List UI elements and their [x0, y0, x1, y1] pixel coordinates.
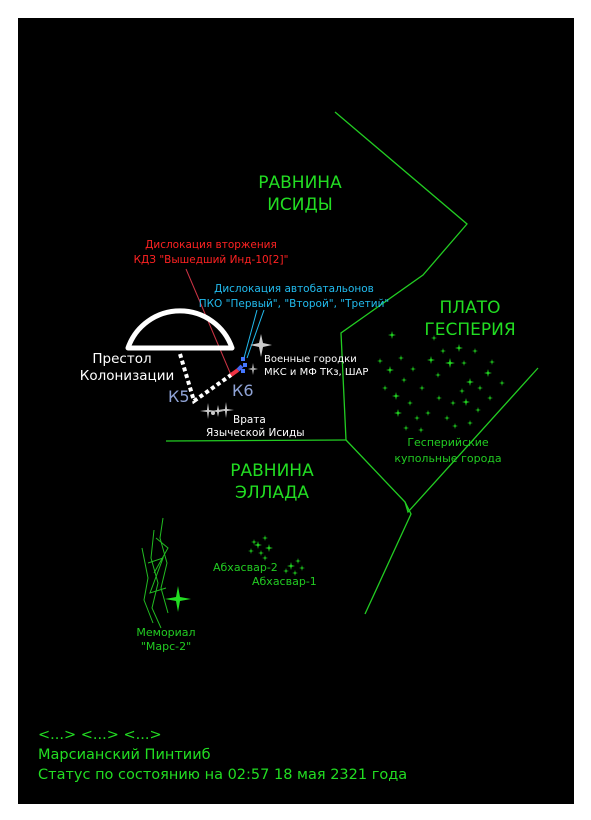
- abkhasvar2-cluster-icon: [248, 535, 273, 561]
- region-gesperia: ПЛАТО ГЕСПЕРИЯ: [424, 298, 515, 340]
- footer-line3: Статус по состоянию на 02:57 18 мая 2321…: [38, 767, 407, 783]
- gates-star-icon: [200, 402, 234, 419]
- region-ellada-line1: РАВНИНА: [230, 461, 314, 481]
- route-k5-k6: [178, 353, 244, 405]
- abkhasvar1-label: Абхасвар-1: [252, 575, 317, 588]
- domed-cities-label-line1: Гесперийские: [407, 436, 489, 449]
- autobattalions-leader-line-2: [246, 309, 265, 359]
- invasion-label-line1: Дислокация вторжения: [145, 239, 277, 251]
- throne-dome-icon: [125, 308, 235, 351]
- border-gesperia-north: [334, 111, 468, 441]
- gates-label-line1: Врата: [233, 414, 266, 426]
- footer-line2: Марсианский Пинтииб: [38, 747, 211, 763]
- abkhasvar2-label: Абхасвар-2: [213, 561, 278, 574]
- region-ellada: РАВНИНА ЭЛЛАДА: [230, 461, 314, 503]
- border-gesperia-south: [345, 367, 539, 514]
- region-gesperia-line2: ГЕСПЕРИЯ: [424, 320, 515, 340]
- k6-label: К6: [232, 381, 254, 400]
- domed-cities-cluster-icon: [377, 331, 505, 433]
- region-gesperia-line1: ПЛАТО: [440, 298, 501, 318]
- region-isida-line1: РАВНИНА: [258, 173, 342, 193]
- gates-label-line2: Языческой Исиды: [206, 427, 305, 439]
- autobattalions-label-line1: Дислокация автобатальонов: [214, 283, 374, 295]
- region-ellada-line2: ЭЛЛАДА: [235, 483, 309, 503]
- autobattalions-annotation: Дислокация автобатальонов ПКО "Первый", …: [199, 283, 390, 359]
- region-isida-line2: ИСИДЫ: [267, 195, 333, 215]
- mars-map: РАВНИНА ИСИДЫ ПЛАТО ГЕСПЕРИЯ РАВНИНА ЭЛЛ…: [18, 18, 574, 804]
- border-ellada-east: [364, 501, 412, 615]
- footer-line1: <...> <...> <...>: [38, 727, 162, 743]
- autobattalion-markers: [241, 357, 247, 373]
- map-canvas: РАВНИНА ИСИДЫ ПЛАТО ГЕСПЕРИЯ РАВНИНА ЭЛЛ…: [38, 111, 539, 783]
- autobattalions-leader-line: [243, 309, 258, 359]
- invasion-annotation: Дислокация вторжения КДЗ "Вышедший Инд-1…: [134, 239, 289, 376]
- k5-label: К5: [168, 387, 190, 406]
- military-towns-star-icon: [248, 334, 272, 375]
- memorial-star-icon: [165, 586, 191, 612]
- invasion-label-line2: КДЗ "Вышедший Инд-10[2]": [134, 254, 289, 266]
- abkhasvar1-cluster-icon: [283, 558, 305, 576]
- throne-label-line2: Колонизации: [80, 368, 175, 384]
- autobattalions-label-line2: ПКО "Первый", "Второй", "Третий": [199, 298, 390, 310]
- domed-cities-label-line2: купольные города: [394, 452, 501, 465]
- memorial-monument-icon: [141, 517, 169, 629]
- military-towns-label-line1: Военные городки: [264, 354, 357, 365]
- memorial-label-line1: Мемориал: [136, 626, 195, 639]
- region-borders: [165, 111, 539, 615]
- border-isida-ellada: [165, 439, 347, 442]
- invasion-leader-line: [185, 268, 232, 376]
- memorial-label-line2: "Марс-2": [141, 640, 191, 653]
- military-towns-label-line2: МКС и МФ ТКз, ШАР: [264, 367, 368, 378]
- throne-label-line1: Престол: [92, 351, 151, 367]
- region-isida: РАВНИНА ИСИДЫ: [258, 173, 342, 215]
